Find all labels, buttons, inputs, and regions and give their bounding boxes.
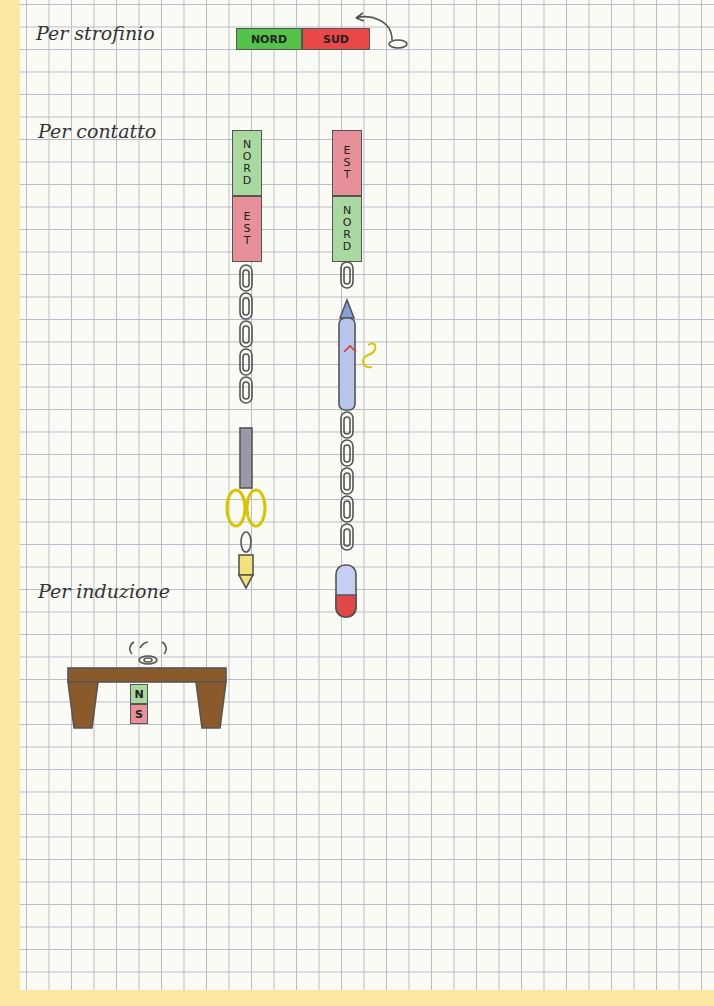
- paper-clip: [344, 445, 350, 462]
- paper-clip: [240, 321, 252, 347]
- pole-label: EST: [342, 145, 353, 181]
- paper-clip: [344, 501, 350, 518]
- paper-clip: [344, 267, 350, 284]
- section-heading: Per induzione: [38, 580, 170, 602]
- pole-label: NORD: [242, 139, 253, 187]
- paper-clip: [344, 473, 350, 490]
- pole-label: N: [134, 688, 143, 701]
- magnet-pole: EST: [332, 130, 362, 196]
- magnet-pole: S: [130, 704, 148, 724]
- paper-clip: [243, 326, 249, 343]
- paper-clip: [341, 412, 353, 438]
- paper-clip: [240, 349, 252, 375]
- paper-clip: [341, 524, 353, 550]
- paper-clip: [341, 468, 353, 494]
- magnet-pole: SUD: [302, 28, 370, 50]
- magnet-pole: NORD: [332, 196, 362, 262]
- magnet-pole: NORD: [232, 130, 262, 196]
- pole-label: SUD: [323, 33, 349, 46]
- paper-clip: [240, 377, 252, 403]
- paper-clip: [341, 262, 353, 288]
- paper-clip: [243, 298, 249, 315]
- paper-clip: [341, 496, 353, 522]
- notebook-paper: [20, 0, 714, 990]
- section-heading: Per strofinio: [36, 22, 155, 44]
- paper-clip: [341, 440, 353, 466]
- pole-label: NORD: [342, 205, 353, 253]
- pole-label: NORD: [251, 33, 287, 46]
- paper-clip: [344, 417, 350, 434]
- magnet-pole: N: [130, 684, 148, 704]
- section-heading: Per contatto: [38, 120, 156, 142]
- paper-clip: [240, 265, 252, 291]
- paper-clip: [243, 382, 249, 399]
- paper-clip: [344, 529, 350, 546]
- pole-label: EST: [242, 211, 253, 247]
- paper-clip: [243, 270, 249, 287]
- pole-label: S: [135, 708, 143, 721]
- magnet-pole: NORD: [236, 28, 302, 50]
- magnet-pole: EST: [232, 196, 262, 262]
- paper-clip: [240, 293, 252, 319]
- paper-clip: [243, 354, 249, 371]
